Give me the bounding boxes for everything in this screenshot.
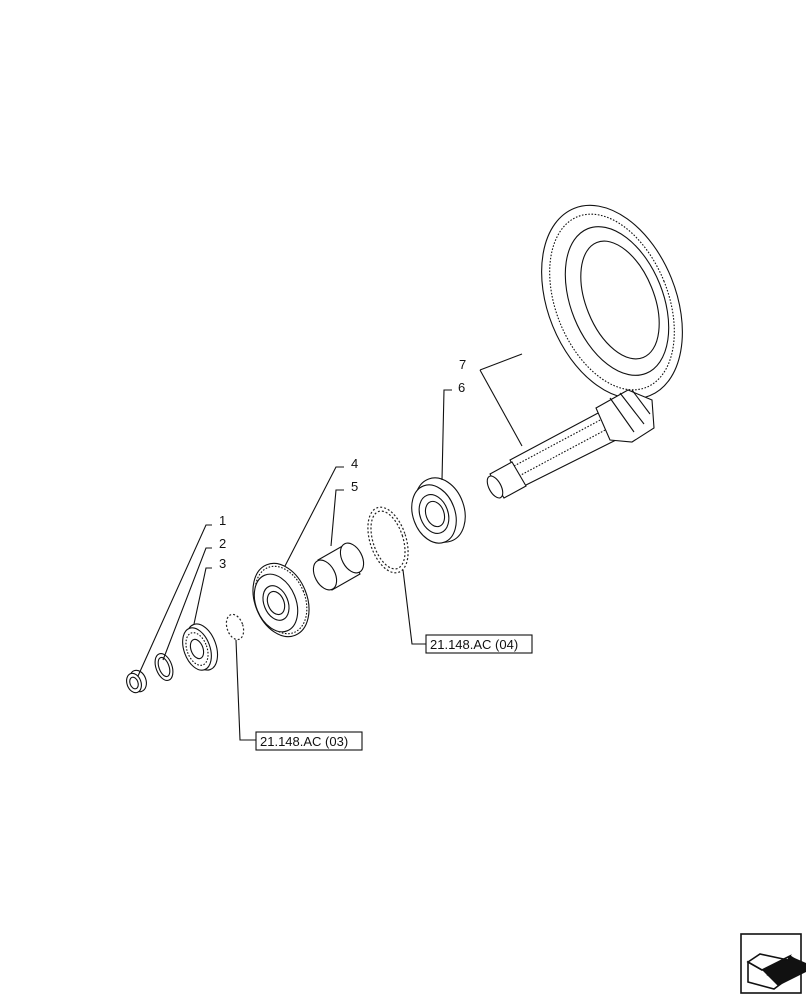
reference-box-04[interactable]: 21.148.AC (04): [425, 634, 533, 654]
callout-5: 5: [351, 479, 358, 494]
washer-2: [154, 653, 174, 681]
reference-label-04[interactable]: 21.148.AC (04): [430, 637, 518, 652]
callout-labels: 1 2 3 4 5 6 7: [219, 357, 466, 571]
nut-1: [126, 669, 147, 694]
snap-ring-03: [225, 613, 245, 641]
callout-3: 3: [219, 556, 226, 571]
bearing-3: [182, 623, 219, 671]
callout-6: 6: [458, 380, 465, 395]
callout-2: 2: [219, 536, 226, 551]
pinion-shaft: [486, 389, 655, 499]
ring-gear: [541, 204, 683, 400]
callout-1: 1: [219, 513, 226, 528]
reference-box-03[interactable]: 21.148.AC (03): [255, 731, 363, 751]
bearing-6: [411, 477, 466, 544]
callout-4: 4: [351, 456, 358, 471]
snap-ring-04: [367, 506, 409, 574]
next-page-arrow-icon[interactable]: [740, 933, 806, 994]
leader-lines: [137, 353, 523, 741]
sleeve-5: [312, 542, 365, 591]
gear-4: [252, 562, 310, 638]
reference-label-03[interactable]: 21.148.AC (03): [260, 734, 348, 749]
callout-7: 7: [459, 357, 466, 372]
